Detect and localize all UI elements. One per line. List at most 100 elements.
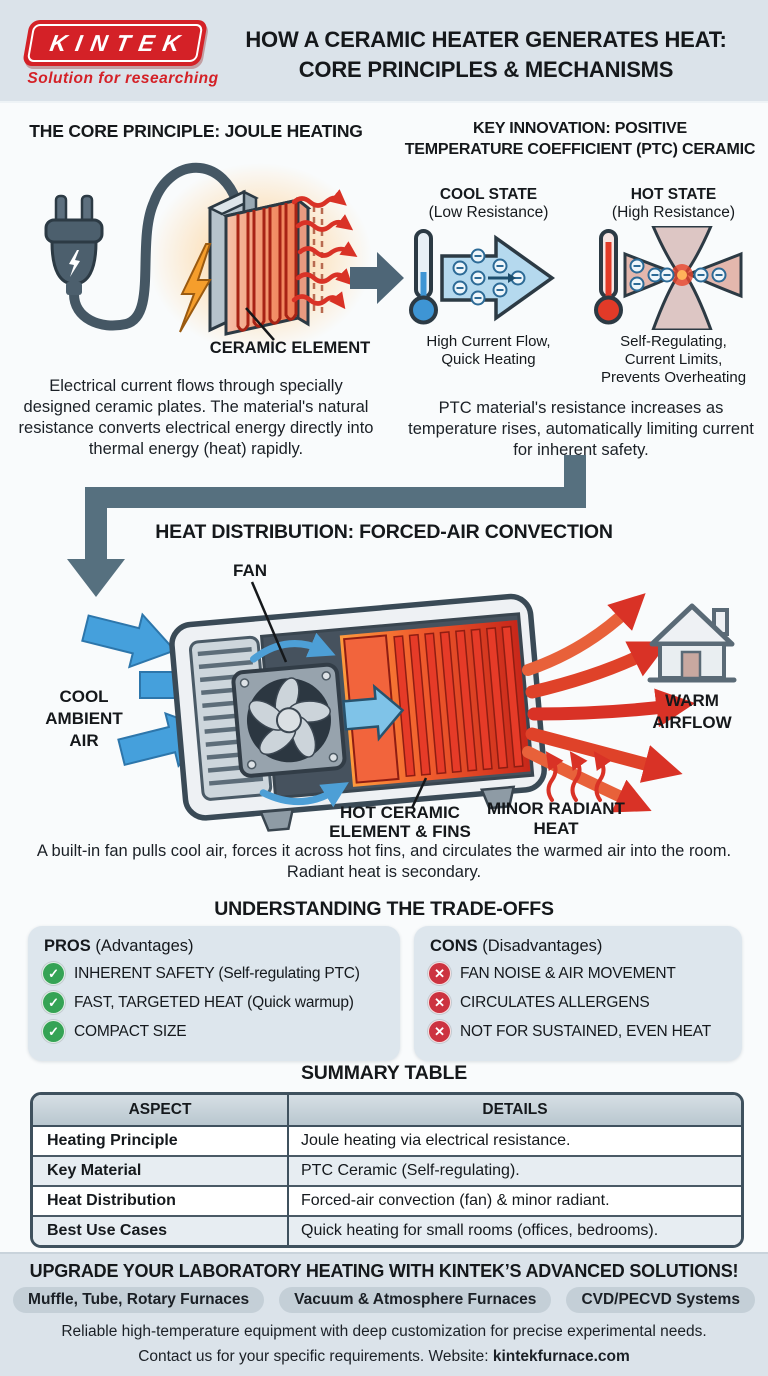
cons-item: ✕ NOT FOR SUSTAINED, EVEN HEAT bbox=[428, 1020, 728, 1043]
col-details: DETAILS bbox=[288, 1095, 741, 1127]
summary-table: ASPECT DETAILS Heating Principle Joule h… bbox=[30, 1092, 744, 1248]
table-row: Heat Distribution Forced-air convection … bbox=[33, 1185, 741, 1216]
lightning-bolt-icon bbox=[179, 243, 212, 333]
pros-box: PROS (Advantages) ✓ INHERENT SAFETY (Sel… bbox=[28, 926, 400, 1061]
col-aspect: ASPECT bbox=[33, 1095, 289, 1127]
connector-arrow bbox=[67, 455, 586, 597]
cool-air-label: COOL AMBIENT AIR bbox=[45, 687, 123, 750]
tradeoffs-heading: UNDERSTANDING THE TRADE-OFFS bbox=[214, 898, 554, 920]
svg-text:AIRFLOW: AIRFLOW bbox=[652, 713, 732, 732]
product-pills: Muffle, Tube, Rotary Furnaces Vacuum & A… bbox=[0, 1287, 768, 1313]
power-cable bbox=[69, 162, 241, 331]
heat-wave-arrows bbox=[291, 189, 358, 310]
fins-leader bbox=[410, 777, 428, 809]
ptc-heading-line1: KEY INNOVATION: POSITIVE bbox=[473, 120, 687, 137]
svg-text:HEAT: HEAT bbox=[533, 819, 579, 838]
cross-icon: ✕ bbox=[428, 1020, 451, 1043]
website-text: kintekfurnace.com bbox=[492, 1348, 630, 1365]
hot-state-subtitle: (High Resistance) bbox=[611, 203, 736, 221]
footer-line1: Reliable high-temperature equipment with… bbox=[61, 1323, 707, 1340]
kintek-logo-text: KINTEK bbox=[48, 29, 191, 56]
ceramic-element-label: CERAMIC ELEMENT bbox=[210, 339, 370, 357]
forced-air-arrow bbox=[342, 683, 405, 742]
warm-airflow-label: WARM AIRFLOW bbox=[652, 691, 732, 732]
cool-state-subtitle: (Low Resistance) bbox=[428, 203, 549, 221]
warm-output-arrows bbox=[522, 593, 696, 813]
electrons bbox=[452, 248, 525, 306]
thermometer-cool-icon bbox=[408, 228, 438, 325]
circulation-arrow-bottom bbox=[259, 782, 349, 808]
check-icon: ✓ bbox=[42, 1020, 65, 1043]
kintek-logo: KINTEK bbox=[21, 20, 209, 66]
logo-tagline: Solution for researching bbox=[27, 70, 219, 87]
hot-state-illustration bbox=[593, 225, 742, 330]
cool-state-caption: High Current Flow, Quick Heating bbox=[426, 332, 551, 368]
hot-state-column: HOT STATE (High Resistance) bbox=[581, 186, 766, 388]
label-leader bbox=[245, 307, 275, 341]
cool-state-column: COOL STATE (Low Resistance) bbox=[396, 186, 581, 388]
footer-heading: UPGRADE YOUR LABORATORY HEATING WITH KIN… bbox=[29, 1261, 739, 1281]
ptc-states: COOL STATE (Low Resistance) bbox=[396, 186, 766, 388]
heater-case bbox=[169, 593, 547, 832]
electrons bbox=[629, 258, 726, 292]
svg-text:MINOR RADIANT: MINOR RADIANT bbox=[487, 799, 625, 818]
table-header-row: ASPECT DETAILS bbox=[33, 1095, 741, 1127]
kintek-logo-frame: KINTEK bbox=[26, 24, 204, 62]
foot-left bbox=[259, 807, 295, 832]
plug-icon bbox=[44, 194, 104, 295]
fan-leader bbox=[250, 581, 288, 663]
summary-heading: SUMMARY TABLE bbox=[300, 1062, 468, 1084]
pros-title: PROS (Advantages) bbox=[44, 937, 194, 955]
svg-text:AIR: AIR bbox=[69, 731, 98, 750]
thermometer-hot-icon bbox=[593, 228, 623, 325]
table-row: Key Material PTC Ceramic (Self-regulatin… bbox=[33, 1155, 741, 1186]
ptc-description: PTC material's resistance increases as t… bbox=[408, 399, 754, 460]
hot-state-caption: Self-Regulating, Current Limits, Prevent… bbox=[600, 332, 747, 387]
radiant-heat-squiggles bbox=[545, 751, 612, 802]
joule-heating-illustration: CERAMIC ELEMENT bbox=[44, 162, 372, 357]
pill-vacuum: Vacuum & Atmosphere Furnaces bbox=[279, 1287, 552, 1313]
heat-distribution-illustration: COOL AMBIENT AIR bbox=[45, 561, 737, 840]
pros-item: ✓ COMPACT SIZE bbox=[42, 1020, 386, 1043]
table-row: Best Use Cases Quick heating for small r… bbox=[33, 1215, 741, 1245]
page-title-line1: HOW A CERAMIC HEATER GENERATES HEAT: bbox=[245, 27, 727, 52]
cons-item: ✕ FAN NOISE & AIR MOVEMENT bbox=[428, 962, 728, 985]
cons-box: CONS (Disadvantages) ✕ FAN NOISE & AIR M… bbox=[414, 926, 742, 1061]
cross-icon: ✕ bbox=[428, 991, 451, 1014]
house-icon bbox=[647, 603, 737, 683]
flow-arrow-icon bbox=[350, 252, 404, 304]
table-row: Heating Principle Joule heating via elec… bbox=[33, 1125, 741, 1156]
foot-right bbox=[479, 785, 516, 810]
svg-text:ELEMENT & FINS: ELEMENT & FINS bbox=[329, 822, 471, 840]
pros-item: ✓ INHERENT SAFETY (Self-regulating PTC) bbox=[42, 962, 386, 985]
joule-heading: THE CORE PRINCIPLE: JOULE HEATING bbox=[29, 121, 363, 141]
check-icon: ✓ bbox=[42, 991, 65, 1014]
cons-item: ✕ CIRCULATES ALLERGENS bbox=[428, 991, 728, 1014]
circulation-arrow-top bbox=[250, 632, 336, 663]
heating-coils bbox=[236, 201, 298, 332]
check-icon: ✓ bbox=[42, 962, 65, 985]
cons-title: CONS (Disadvantages) bbox=[430, 937, 603, 955]
fan-label: FAN bbox=[233, 561, 267, 580]
ceramic-element-slab bbox=[222, 196, 324, 336]
footer-band bbox=[0, 1252, 768, 1376]
svg-text:COOL: COOL bbox=[59, 687, 108, 706]
svg-text:WARM: WARM bbox=[665, 691, 719, 710]
page-title-line2: CORE PRINCIPLES & MECHANISMS bbox=[298, 56, 674, 82]
cool-state-illustration bbox=[408, 228, 555, 325]
heat-shimmer-lines bbox=[312, 206, 324, 316]
svg-text:AMBIENT: AMBIENT bbox=[45, 709, 123, 728]
pill-furnaces: Muffle, Tube, Rotary Furnaces bbox=[13, 1287, 265, 1313]
cross-icon: ✕ bbox=[428, 962, 451, 985]
ptc-heading-line2: TEMPERATURE COEFFICIENT (PTC) CERAMIC bbox=[404, 140, 756, 158]
hot-state-title: HOT STATE bbox=[630, 186, 717, 203]
footer-line2: Contact us for your specific requirement… bbox=[138, 1348, 630, 1365]
cool-state-title: COOL STATE bbox=[439, 186, 538, 203]
pros-item: ✓ FAST, TARGETED HEAT (Quick warmup) bbox=[42, 991, 386, 1014]
direction-arrowhead bbox=[507, 272, 516, 283]
page-title: HOW A CERAMIC HEATER GENERATES HEAT: COR… bbox=[212, 25, 760, 84]
radiant-heat-label: MINOR RADIANT HEAT bbox=[487, 799, 625, 838]
hot-element-label: HOT CERAMIC ELEMENT & FINS bbox=[329, 803, 471, 840]
heat-fins bbox=[393, 625, 524, 778]
